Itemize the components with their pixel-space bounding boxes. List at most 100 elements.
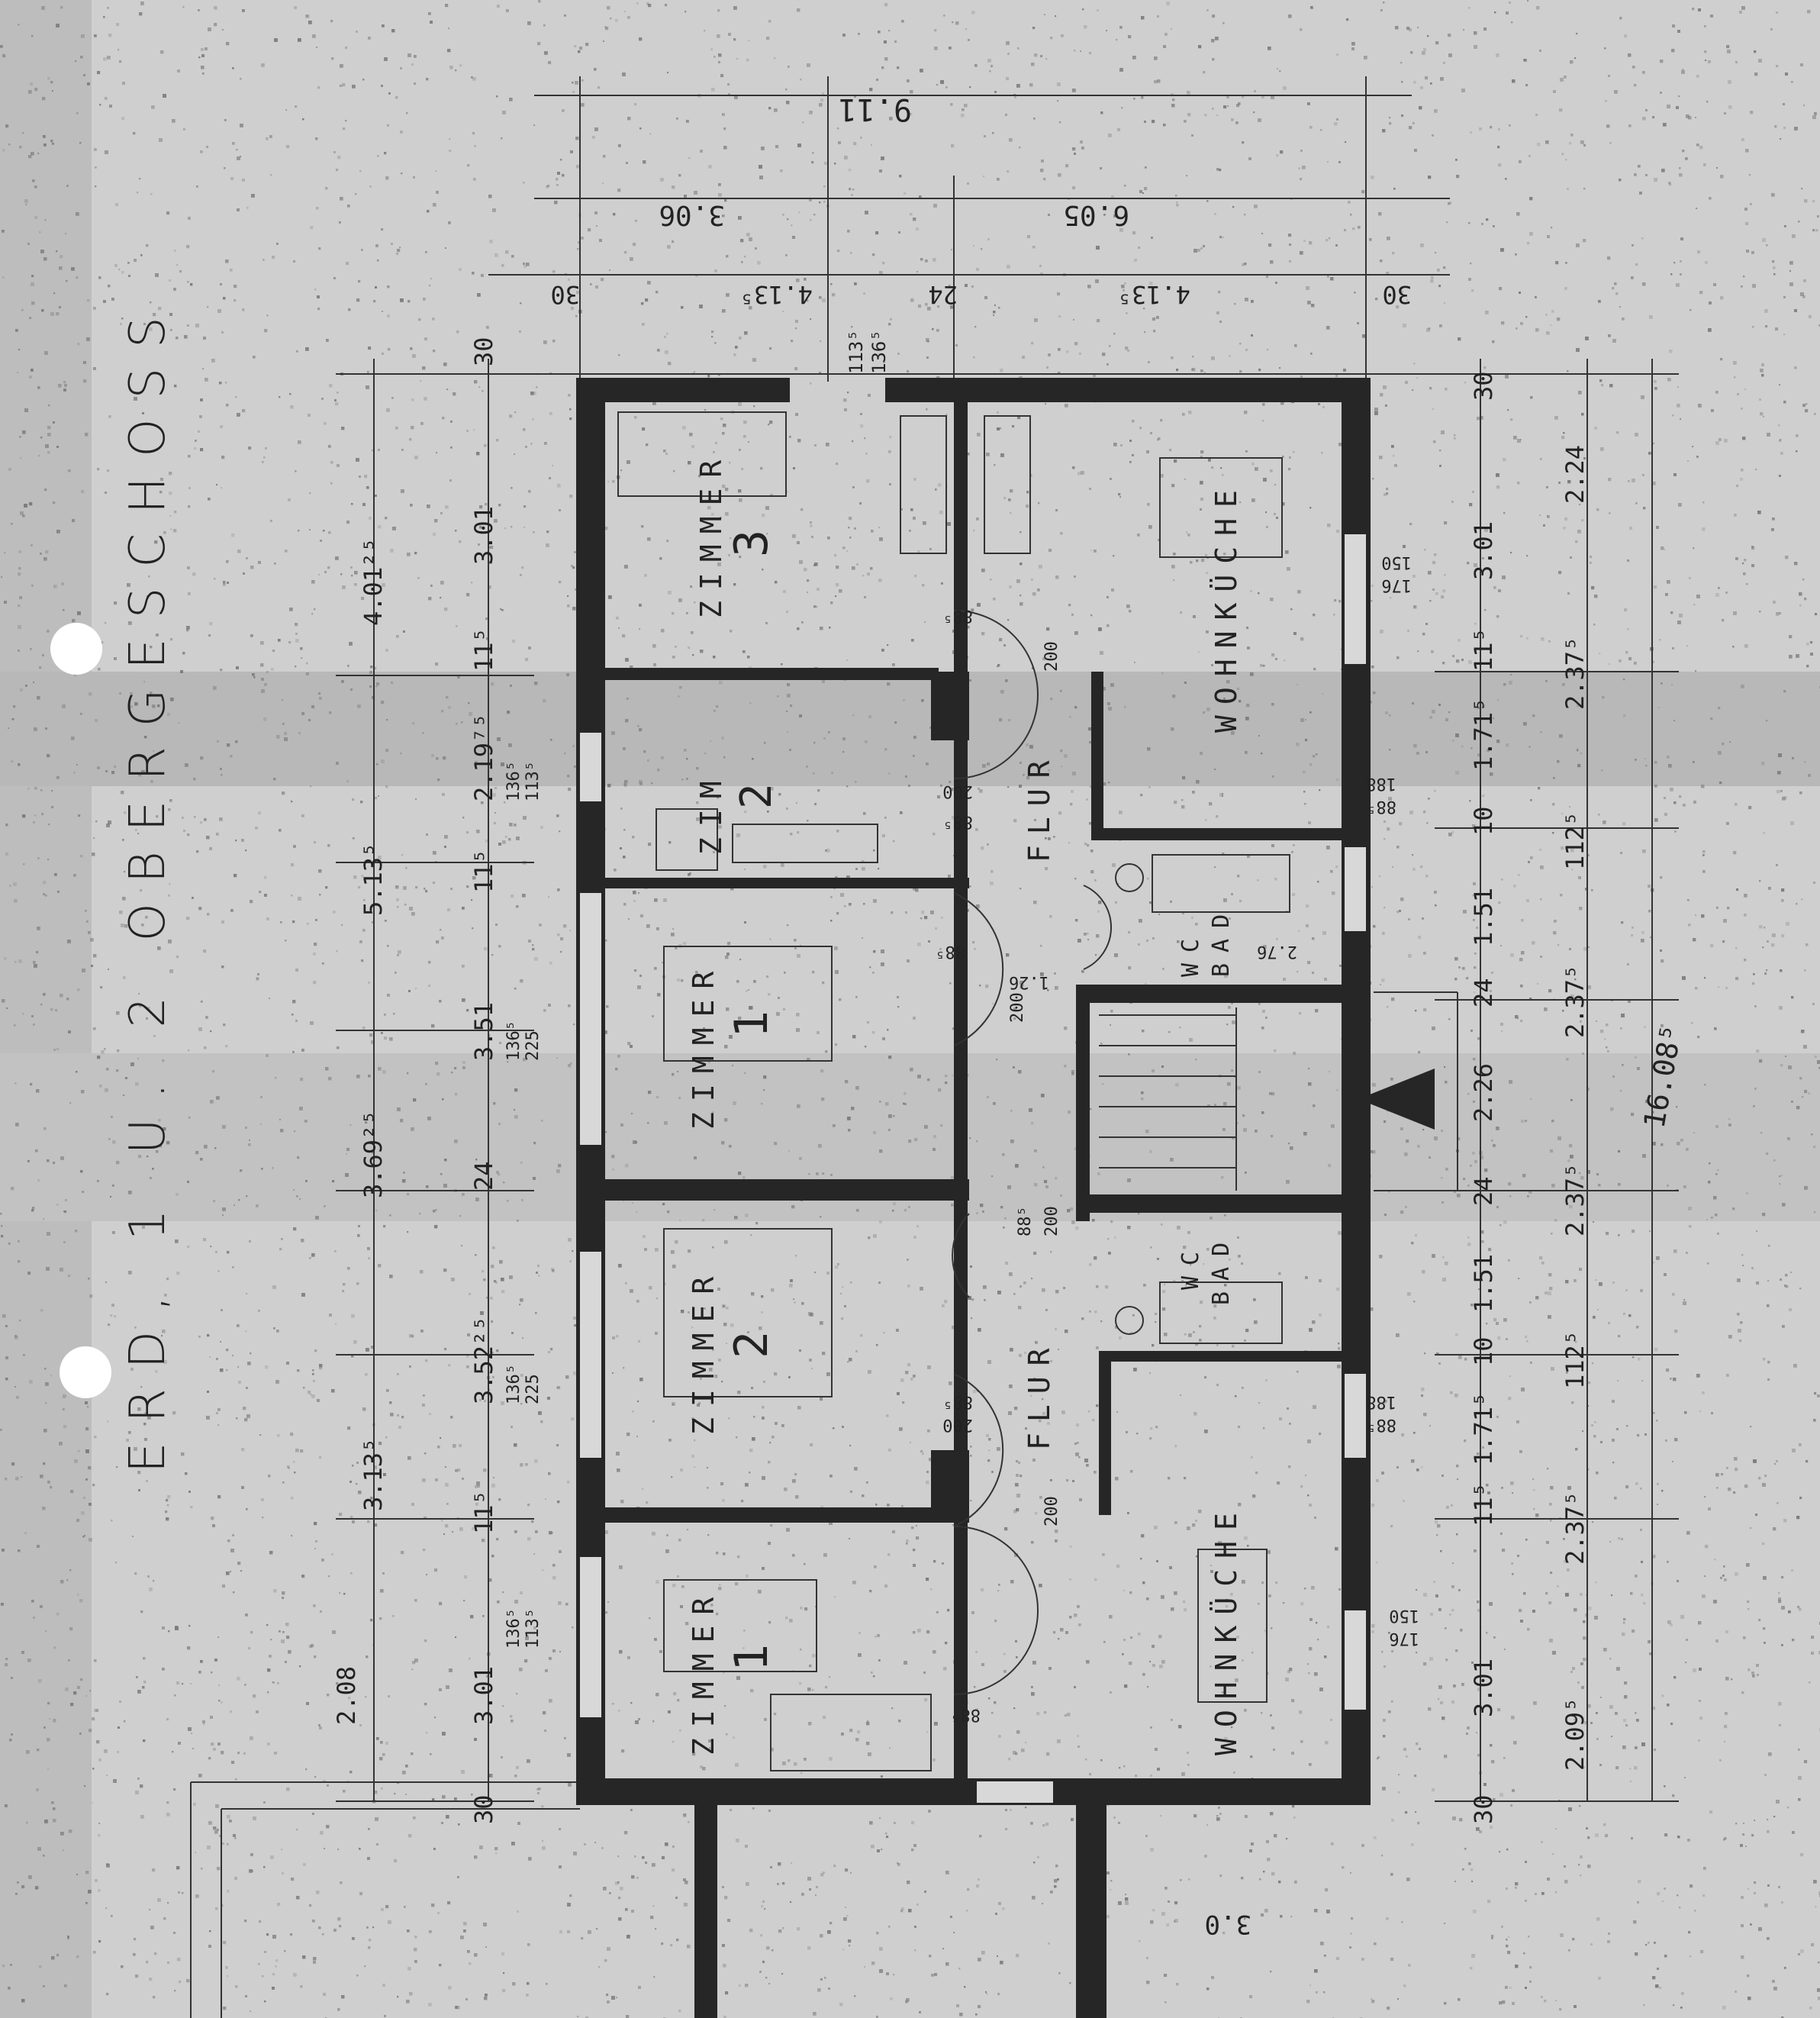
door-label-5: 88⁵ xyxy=(935,942,965,961)
window-label-7: 88⁵ xyxy=(1366,1415,1396,1434)
room-label-wohnkueche-bottom: WOHNKÜCHE xyxy=(1210,1502,1243,1755)
dim-right-inner-8: 2.26 xyxy=(1469,1063,1498,1122)
door-label-11: 88⁵ xyxy=(950,1705,981,1724)
dim-right-inner-7: 24 xyxy=(1469,978,1498,1007)
furniture xyxy=(617,411,1458,1771)
dim-left-inner-7: 24 xyxy=(469,1161,498,1191)
room-label-zimmer1-bottom: ZIMMER xyxy=(687,1587,720,1755)
dim-right-inner-10: 1.51 xyxy=(1469,1254,1498,1313)
dim-right-mid-6: 112⁵ xyxy=(1561,1330,1590,1389)
dim-right-inner-6: 1.51 xyxy=(1469,888,1498,946)
dim-right-inner-4: 1.71⁵ xyxy=(1469,698,1498,771)
dim-left-inner-3: 11⁵ xyxy=(469,627,498,672)
dim-right-mid-4: 2.37⁵ xyxy=(1561,965,1590,1038)
partition-zimmer3 xyxy=(603,668,939,680)
window-label-6: 188 xyxy=(1366,774,1396,793)
dim-right-mid-5: 2.37⁵ xyxy=(1561,1163,1590,1236)
dim-top-total: 9.11 xyxy=(839,92,912,127)
dim-left-small-6: 136⁵ xyxy=(504,1364,523,1404)
dim-top-wall-left: 30 xyxy=(550,280,580,309)
door-label-4: 200 xyxy=(942,782,973,801)
dim-left-small-8: 136⁵ xyxy=(504,1608,523,1649)
dim-right-inner-11: 10 xyxy=(1469,1336,1498,1366)
room-number-zimmer2: 2 xyxy=(725,1320,778,1359)
room-number-zim: 2 xyxy=(732,772,781,809)
dim-left-outer-3: 3.69²⁵ xyxy=(359,1110,388,1198)
corridor-wall-left xyxy=(954,397,968,1778)
dim-left-inner-2: 3.01 xyxy=(469,506,498,565)
dim-left-small-3: 225 xyxy=(523,1030,543,1061)
dim-top-wall-mid: 24 xyxy=(928,280,958,309)
room-label-wc-top: WC xyxy=(1177,928,1204,977)
door-label-10: 200 xyxy=(942,1415,973,1434)
dim-left-inner-9: 11⁵ xyxy=(469,1490,498,1534)
room-number-zimmer1-top: 1 xyxy=(725,1000,778,1038)
window-label-8: 188 xyxy=(1366,1392,1396,1411)
room-number-zimmer3: 3 xyxy=(725,519,778,557)
scan-band xyxy=(0,672,1820,786)
door-label-7: 88⁵ xyxy=(1016,1206,1035,1236)
window-openings xyxy=(580,534,1366,1803)
dim-right-mid-2: 2.37⁵ xyxy=(1561,637,1590,710)
door-label-1: 88⁵ xyxy=(942,606,973,625)
partition-bath-bottom xyxy=(1099,1351,1343,1362)
window-label-3: 176 xyxy=(1389,1629,1419,1648)
dim-right-inner-12: 1.71⁵ xyxy=(1469,1392,1498,1465)
room-labels: ZIMMER 3 WOHNKÜCHE FLUR ZIM 2 ZIMMER 1 Z… xyxy=(687,450,1243,1755)
dim-left-inner-1: 30 xyxy=(469,337,498,366)
room-label-zimmer1-top: ZIMMER xyxy=(687,961,720,1130)
dim-left-inner-11: 30 xyxy=(469,1794,498,1824)
partition-bath-top xyxy=(1091,828,1343,840)
drawing-title: ERD, 1 U. 2 OBERGESCHOSS xyxy=(120,297,176,1473)
room-label-zimmer3: ZIMMER xyxy=(694,450,728,618)
dim-right-inner-9: 24 xyxy=(1469,1176,1498,1206)
stair-core-wall xyxy=(1076,985,1090,1221)
north-arrow xyxy=(1358,1069,1435,1130)
dim-bottom-extra: 3.0 xyxy=(1205,1909,1251,1939)
dim-left-outer-5: 2.08 xyxy=(332,1666,361,1725)
partition-zimmer2 xyxy=(603,1507,969,1523)
window-label-4: 150 xyxy=(1389,1606,1419,1625)
dim-left-small-5: 225 xyxy=(523,1374,543,1404)
window-label-2: 150 xyxy=(1381,553,1412,572)
dim-right-mid-8: 2.09⁵ xyxy=(1561,1697,1590,1771)
dim-left-small-4: 136⁵ xyxy=(504,1020,523,1061)
door-label-6: 200 xyxy=(1008,992,1027,1023)
room-number-zimmer1-bottom: 1 xyxy=(725,1633,778,1671)
window-label-1: 176 xyxy=(1381,575,1412,595)
column-right xyxy=(1076,1801,1106,2018)
outer-wall-top-left xyxy=(576,378,790,402)
dim-left-inner-4: 2.19⁷⁵ xyxy=(469,713,498,801)
room-label-wc-bottom: WC xyxy=(1177,1241,1204,1290)
room-label-flur-top: FLUR xyxy=(1023,749,1056,862)
dim-left-outer-1: 4.01²⁵ xyxy=(359,537,388,626)
dim-left-small-2: 136⁵ xyxy=(504,761,523,801)
chimney-bottom xyxy=(931,1450,969,1511)
room-label-wohnkueche-top: WOHNKÜCHE xyxy=(1210,479,1243,733)
dim-right-mid-7: 2.37⁵ xyxy=(1561,1491,1590,1565)
left-margin-band xyxy=(0,0,92,2018)
bath-wall-bottom xyxy=(1099,1355,1111,1515)
dim-left-outer-4: 3.13⁵ xyxy=(359,1438,388,1511)
partition-stair-bottom xyxy=(1076,1194,1343,1213)
dim-top-sub-right: 4.13⁵ xyxy=(1117,280,1190,309)
dim-right-mid-1: 2.24 xyxy=(1561,445,1590,504)
dim-left-inner-5: 11⁵ xyxy=(469,849,498,893)
window-label-9: 2.76 xyxy=(1257,942,1297,961)
bath-wall-top xyxy=(1091,672,1103,832)
door-label-9: 88⁵ xyxy=(942,1392,973,1411)
dim-left-inner-6: 3.51 xyxy=(469,1002,498,1061)
window-label-10: 1.26 xyxy=(1009,972,1049,991)
dim-left-inner-10: 3.01 xyxy=(469,1666,498,1725)
dim-left-outer-2: 5.13⁵ xyxy=(359,843,388,916)
partition-zimmer1 xyxy=(603,1179,969,1201)
dim-top-right: 6.05 xyxy=(1063,199,1129,230)
partition-wc-top xyxy=(1076,985,1343,1003)
outer-wall-bottom xyxy=(576,1778,1370,1805)
dim-right-inner-15: 30 xyxy=(1469,1794,1498,1824)
dim-top-wall-right: 30 xyxy=(1382,280,1412,309)
room-label-zimmer2: ZIMMER xyxy=(687,1266,720,1435)
dim-right-inner-5: 10 xyxy=(1469,806,1498,836)
